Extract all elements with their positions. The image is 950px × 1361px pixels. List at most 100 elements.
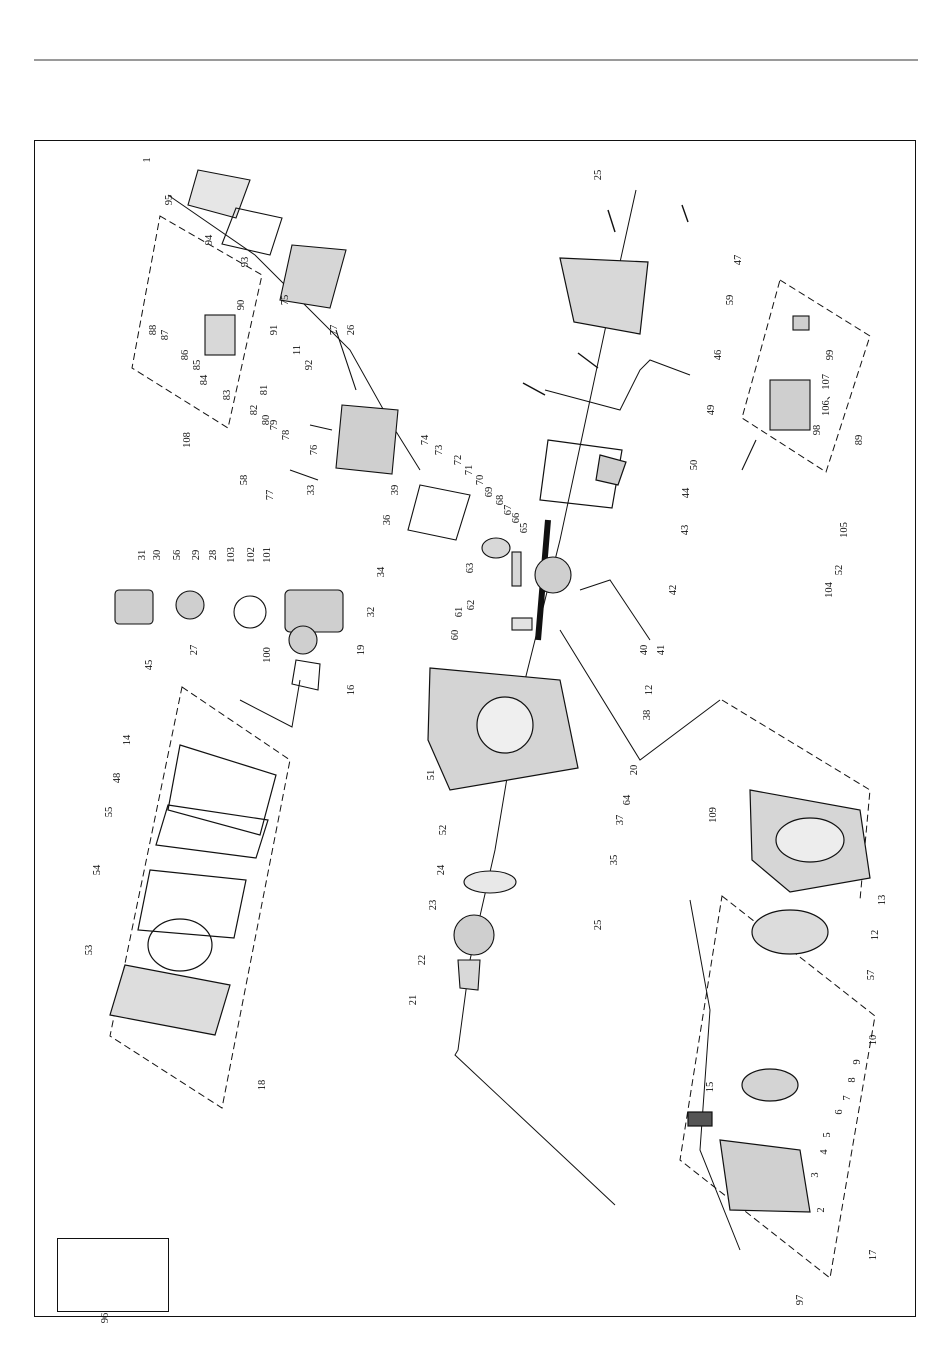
crankcase-gasket	[539, 439, 623, 509]
part-label: 56	[172, 550, 183, 561]
piston	[481, 537, 511, 559]
part-label: 79	[269, 420, 280, 431]
part-label: 17	[868, 1250, 879, 1261]
part-label: 12	[644, 685, 655, 696]
part-label: 47	[733, 255, 744, 266]
part-label: 99	[825, 350, 836, 361]
part-label: 21	[408, 995, 419, 1006]
part-label: 78	[281, 430, 292, 441]
part-label: 14	[122, 734, 133, 745]
part-label: 54	[92, 864, 103, 875]
carburetor-bowl	[288, 625, 318, 655]
recoil-housing	[719, 1139, 811, 1213]
flywheel-cover-24	[463, 870, 517, 894]
part-label: 68	[495, 495, 506, 506]
part-label: 57	[866, 970, 877, 981]
part-label: 95	[164, 195, 175, 206]
part-label: 44	[681, 487, 692, 498]
part-label: 91	[269, 325, 280, 336]
crankcase-cover	[559, 257, 649, 335]
part-label: 67	[503, 505, 514, 516]
part-label: 19	[356, 645, 367, 656]
fuel-pump-body	[114, 589, 154, 625]
diagram-frame	[34, 140, 916, 1317]
part-label: 64	[622, 794, 633, 805]
insulator-plate	[233, 595, 267, 629]
inset-detail-box	[57, 1238, 169, 1312]
carb-gasket	[291, 659, 321, 691]
air-cleaner-plate	[137, 869, 247, 939]
part-label: 3	[810, 1172, 821, 1177]
part-label: 7	[842, 1095, 853, 1100]
air-cleaner-gasket	[155, 804, 269, 859]
part-label: 43	[680, 525, 691, 536]
axis-line-gasket	[544, 359, 691, 411]
part-label: 52	[834, 565, 845, 576]
rocker-cover-gasket	[221, 207, 283, 256]
part-label: 101	[262, 547, 273, 563]
part-label: 71	[464, 465, 475, 476]
part-label: 103	[226, 547, 237, 563]
part-label: 29	[191, 550, 202, 561]
part-label: 55	[104, 807, 115, 818]
axis-line-carb	[239, 679, 301, 728]
part-label: 81	[259, 385, 270, 396]
head-gasket	[407, 484, 471, 541]
starter-pulley-22	[457, 959, 481, 991]
part-label: 28	[208, 550, 219, 561]
part-label: 1	[142, 157, 153, 162]
group-box-18	[109, 686, 291, 1109]
part-label: 109	[708, 807, 719, 823]
part-label: 97	[795, 1295, 806, 1306]
part-label: 92	[304, 360, 315, 371]
part-label: 4	[819, 1149, 830, 1155]
part-label: 40	[639, 645, 650, 656]
axis-line-crank	[579, 579, 651, 641]
part-label: 108	[182, 432, 193, 448]
part-label: 100	[262, 647, 273, 663]
part-label: 94	[204, 234, 215, 245]
part-label: 41	[656, 645, 667, 656]
part-label: 73	[434, 445, 445, 456]
part-label: 72	[453, 455, 464, 466]
part-label: 90	[236, 300, 247, 311]
part-label: 77	[329, 325, 340, 336]
part-label: 48	[112, 773, 123, 784]
coil-terminal	[792, 315, 810, 331]
spark-plug	[309, 424, 333, 431]
part-label: 38	[642, 710, 653, 721]
group-box-89	[741, 279, 871, 473]
part-label: 87	[160, 330, 171, 341]
part-label: 74	[420, 434, 431, 445]
part-label: 69	[484, 487, 495, 498]
part-label: 26	[346, 325, 357, 336]
choke-assy	[175, 590, 205, 620]
crank-web	[534, 556, 572, 594]
part-label: 85	[192, 360, 203, 371]
part-label: 77	[265, 490, 276, 501]
part-label: 65	[519, 523, 530, 534]
part-label: 30	[152, 550, 163, 561]
oil-sender	[595, 454, 627, 486]
crankcase-bearing-bore	[476, 696, 534, 754]
part-label: 16	[346, 685, 357, 696]
part-label: 11	[292, 345, 303, 355]
bolt-59	[607, 209, 616, 233]
rocker-cover	[187, 169, 251, 219]
part-label: 6	[834, 1109, 845, 1114]
cylinder-head	[335, 404, 399, 475]
axis-line-head	[167, 194, 421, 471]
part-label: 39	[390, 485, 401, 496]
part-label: 98	[812, 425, 823, 436]
coil-bolt	[741, 439, 757, 471]
part-label: 45	[144, 660, 155, 671]
push-rod-a	[335, 329, 357, 391]
part-label: 37	[615, 815, 626, 826]
ignition-coil	[769, 379, 811, 431]
part-label: 31	[137, 550, 148, 561]
fan-housing-opening	[775, 817, 845, 863]
part-label: 106、107	[821, 374, 832, 416]
part-label: 46	[713, 350, 724, 361]
part-label: 62	[466, 600, 477, 611]
